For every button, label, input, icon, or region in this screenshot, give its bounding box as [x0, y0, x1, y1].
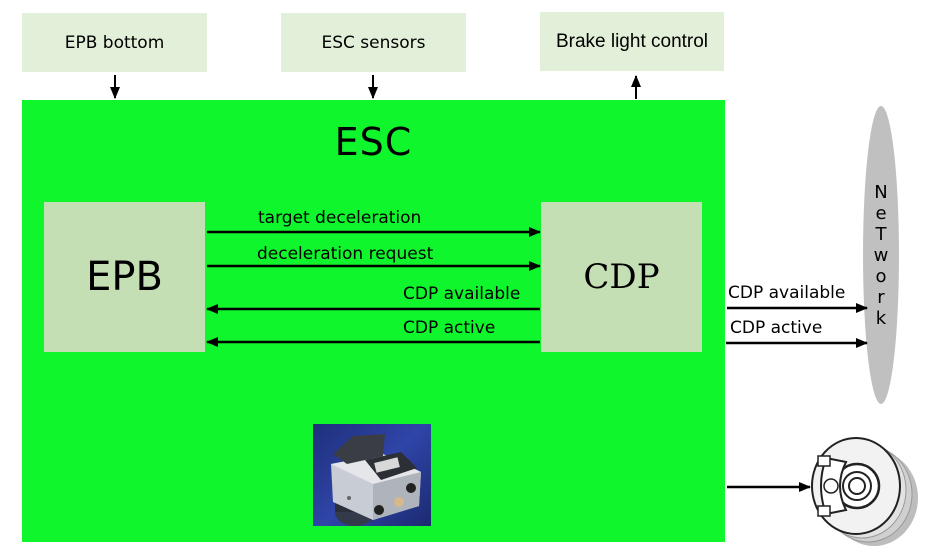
epb-bottom-label: EPB bottom — [64, 32, 165, 53]
esc-title: ESC — [334, 120, 413, 164]
esc-unit-icon — [331, 434, 421, 526]
brake-light-control-label: Brake light control — [555, 30, 709, 52]
brake-light-control-box: Brake light control — [540, 12, 724, 71]
cdp-box: CDP — [541, 202, 702, 352]
network-signal-cdp-active: CDP active — [730, 318, 823, 338]
epb-label: EPB — [86, 254, 163, 300]
network-letter: k — [875, 307, 887, 329]
signal-deceleration-request: deceleration request — [257, 244, 434, 264]
network-letter: e — [875, 202, 887, 224]
network-letter: w — [873, 244, 889, 266]
esc-sensors-label: ESC sensors — [321, 32, 426, 53]
brake-disc-icon — [811, 437, 918, 546]
network-letter: r — [877, 286, 885, 308]
network-letter: o — [875, 265, 887, 287]
signal-cdp-active: CDP active — [403, 318, 496, 338]
esc-sensors-box: ESC sensors — [281, 13, 466, 72]
cdp-label: CDP — [583, 257, 660, 297]
network-signal-cdp-available: CDP available — [728, 283, 846, 303]
network-letter: N — [874, 181, 888, 203]
network-letter: T — [875, 223, 887, 245]
esc-unit-image — [313, 424, 431, 526]
epb-bottom-box: EPB bottom — [22, 13, 207, 72]
network-bus: N e T w o r k — [863, 106, 899, 404]
signal-target-deceleration: target deceleration — [258, 208, 422, 228]
signal-cdp-available: CDP available — [403, 284, 521, 304]
epb-box: EPB — [44, 202, 205, 352]
